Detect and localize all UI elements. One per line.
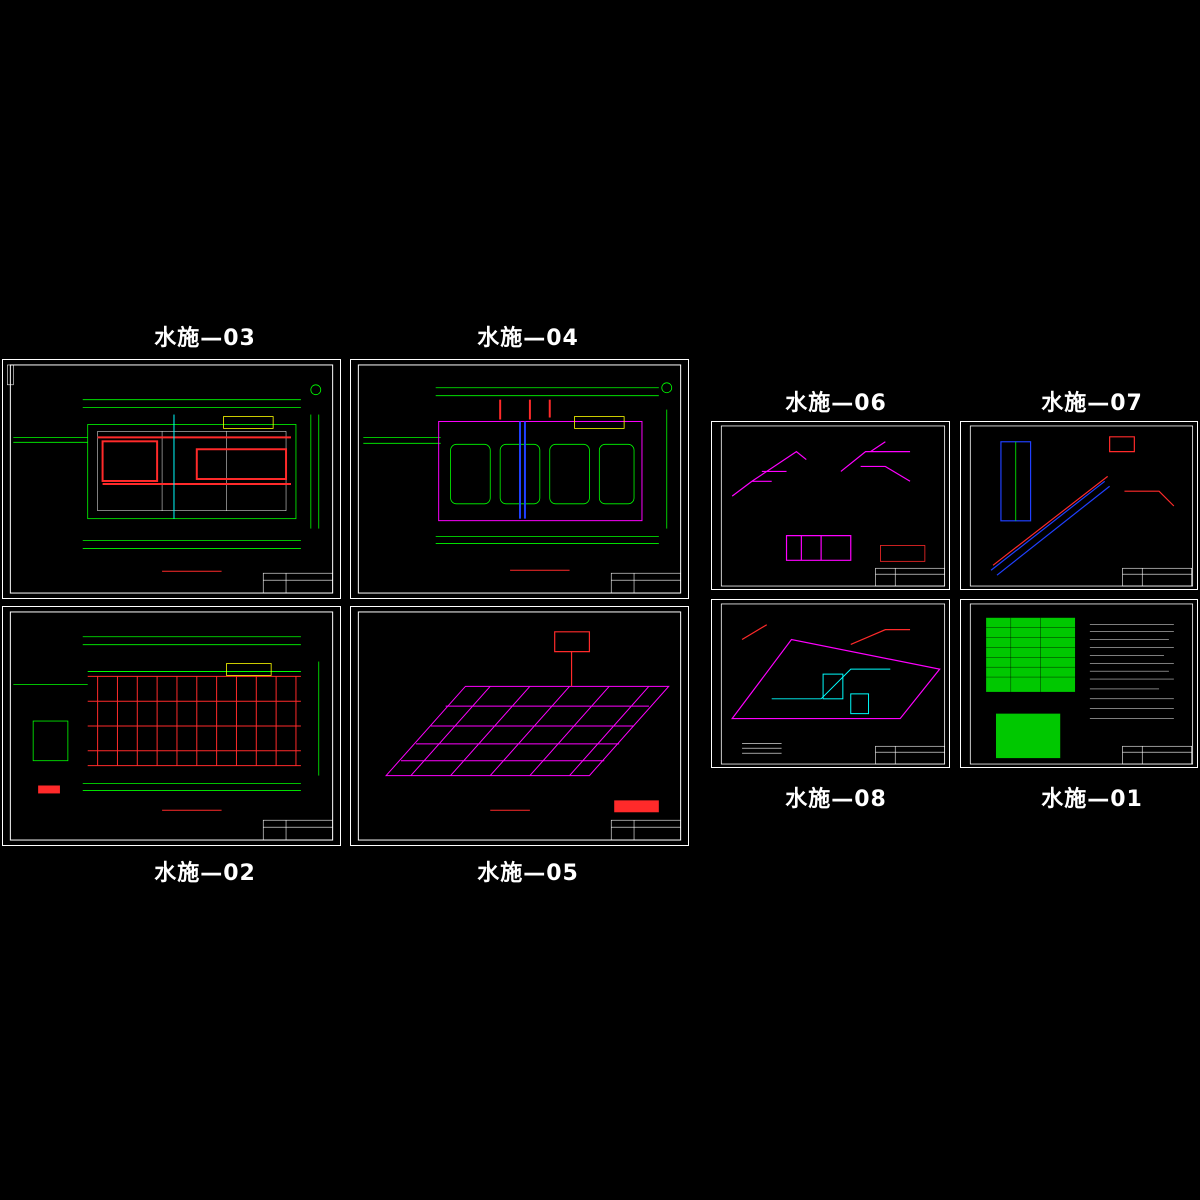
- sheet-05-drawing: [357, 611, 682, 841]
- sheet-label-04: 水施—04: [477, 326, 579, 351]
- sheet-06-drawing: [720, 425, 946, 587]
- sheet-label-08: 水施—08: [785, 787, 887, 812]
- sheet-03-drawing: [7, 364, 334, 594]
- sheet-01-drawing: [969, 603, 1194, 765]
- sheet-02-drawing: [9, 611, 334, 841]
- drawing-sheet-07[interactable]: [960, 421, 1198, 590]
- sheet-label-03: 水施—03: [154, 326, 256, 351]
- drawing-sheet-01[interactable]: [960, 599, 1198, 768]
- sheet-label-07: 水施—07: [1041, 391, 1143, 416]
- drawing-sheet-02[interactable]: [2, 606, 341, 846]
- sheet-07-drawing: [969, 425, 1194, 587]
- sheet-04-drawing: [357, 364, 682, 594]
- drawing-sheet-08[interactable]: [711, 599, 950, 768]
- sheet-08-drawing: [720, 603, 946, 765]
- drawing-sheet-05[interactable]: [350, 606, 689, 846]
- sheet-label-01: 水施—01: [1041, 787, 1143, 812]
- drawing-sheet-03[interactable]: [2, 359, 341, 599]
- sheet-label-05: 水施—05: [477, 861, 579, 886]
- sheet-label-02: 水施—02: [154, 861, 256, 886]
- drawing-sheet-06[interactable]: [711, 421, 950, 590]
- drawing-sheet-04[interactable]: [350, 359, 689, 599]
- sheet-label-06: 水施—06: [785, 391, 887, 416]
